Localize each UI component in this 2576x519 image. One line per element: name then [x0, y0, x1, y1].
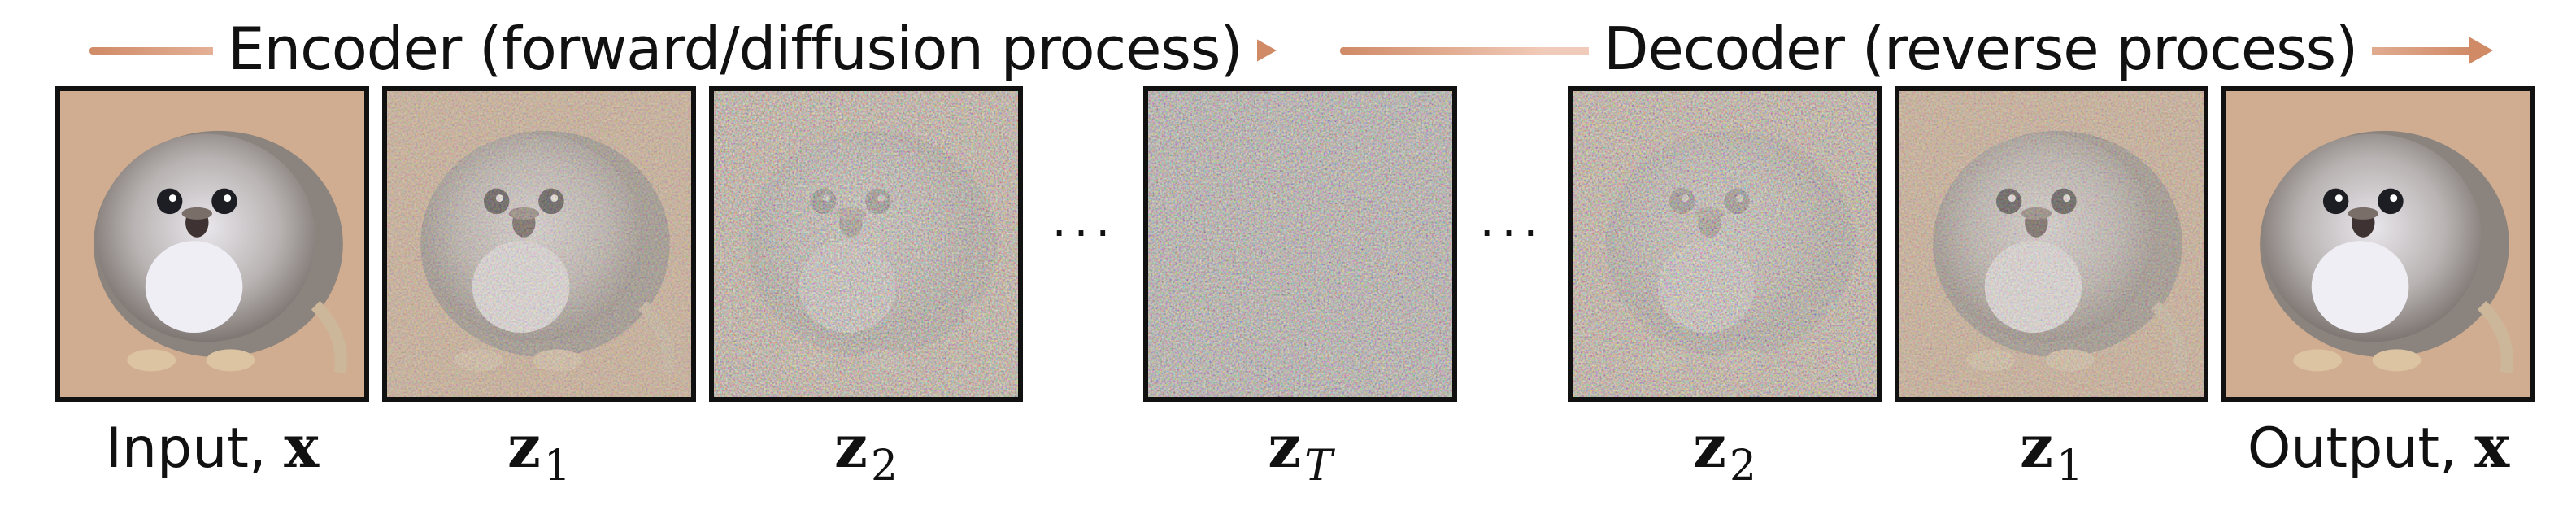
encoder-label: Encoder (forward/diffusion process): [213, 15, 1257, 83]
panel-z1-decoder: [1895, 86, 2208, 402]
caption-z2-decoder: z2: [1693, 412, 1756, 491]
ellipsis-left: ···: [1051, 207, 1118, 260]
decoder-label: Decoder (reverse process): [1589, 15, 2373, 83]
panel-z1-encoder: [382, 86, 696, 402]
caption-output: Output, x: [2247, 412, 2510, 481]
panel-input: [55, 86, 369, 402]
ellipsis-right: ···: [1479, 207, 1546, 260]
caption-z1-encoder: z1: [507, 412, 571, 491]
caption-input: Input, x: [105, 412, 320, 481]
caption-zT: zT: [1268, 412, 1333, 491]
caption-z2-encoder: z2: [834, 412, 898, 491]
decoder-arrow-head: [2469, 37, 2493, 64]
panel-zT: [1143, 86, 1457, 402]
panel-z2-encoder: [709, 86, 1023, 402]
panel-output: [2221, 86, 2535, 402]
panel-z2-decoder: [1568, 86, 1882, 402]
caption-z1-decoder: z1: [2020, 412, 2083, 491]
